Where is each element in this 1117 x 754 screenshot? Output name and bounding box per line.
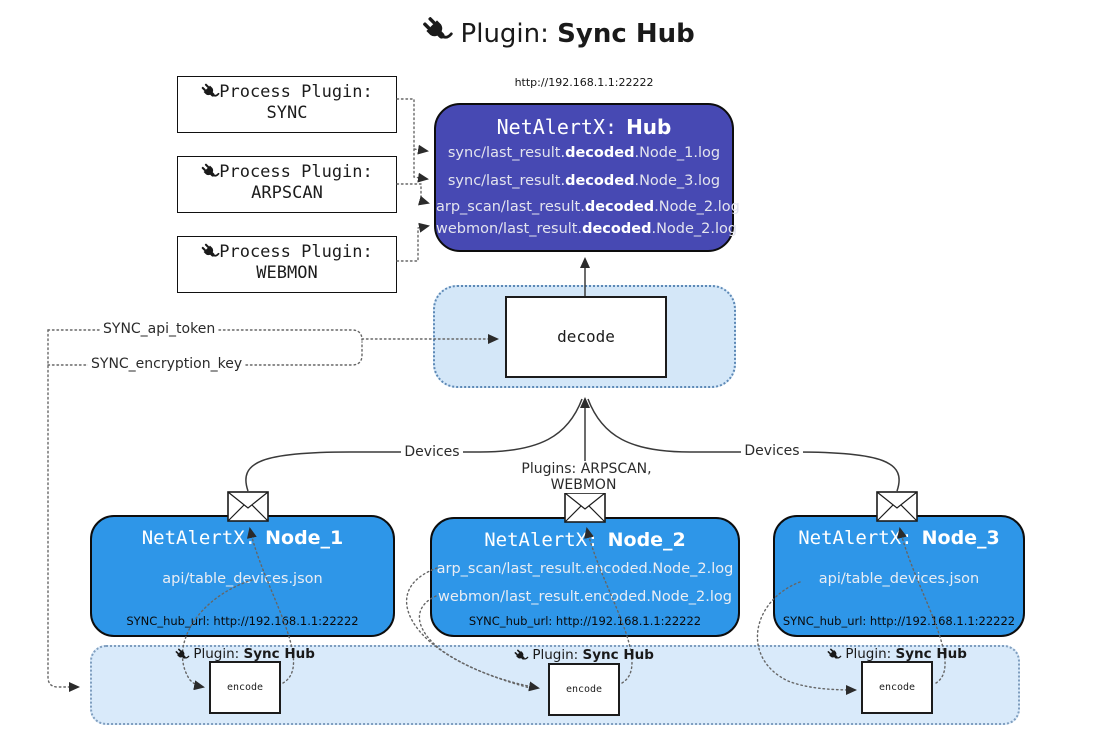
encoder-label: Plugin: Sync Hub bbox=[499, 647, 669, 664]
hub-file-line: sync/last_result.decoded.Node_1.log bbox=[447, 145, 721, 161]
encode-box: encode bbox=[861, 661, 933, 714]
encoder-label: Plugin: Sync Hub bbox=[812, 646, 982, 663]
page-title-prefix: Plugin: bbox=[460, 19, 549, 49]
node-file: api/table_devices.json bbox=[818, 571, 980, 587]
process-plugin-box-webmon: Process Plugin: WEBMON bbox=[177, 236, 397, 293]
plugins-label-center: Plugins: ARPSCAN, WEBMON bbox=[485, 461, 685, 493]
api-token-label: SYNC_api_token bbox=[100, 321, 219, 337]
node-box-node2: NetAlertX:Node_2 arp_scan/last_result.en… bbox=[430, 517, 740, 637]
plug-icon bbox=[419, 13, 454, 47]
process-plugin-name: SYNC bbox=[266, 103, 308, 123]
node-box-node1: NetAlertX:Node_1 api/table_devices.json … bbox=[90, 515, 395, 637]
plug-icon bbox=[825, 646, 842, 663]
hub-title-name: Hub bbox=[626, 115, 672, 139]
edge-arpscan-to-hub bbox=[396, 183, 430, 206]
node-title: NetAlertX:Node_1 bbox=[141, 527, 344, 549]
encryption-key-label: SYNC_encryption_key bbox=[88, 356, 246, 372]
process-plugin-name: ARPSCAN bbox=[251, 183, 323, 203]
edge-sync-to-hub-line2 bbox=[413, 148, 429, 183]
plug-icon bbox=[199, 81, 220, 102]
node-title: NetAlertX:Node_2 bbox=[484, 529, 686, 551]
node-title: NetAlertX:Node_3 bbox=[798, 527, 1000, 549]
plug-icon bbox=[199, 161, 220, 182]
hub-file-line: webmon/last_result.decoded.Node_2.log bbox=[436, 221, 738, 237]
node-file: webmon/last_result.encoded.Node_2.log bbox=[437, 589, 732, 605]
process-plugin-label: Process Plugin: bbox=[219, 162, 373, 182]
hub-url-label: http://192.168.1.1:22222 bbox=[514, 76, 654, 89]
hub-title-prefix: NetAlertX: bbox=[496, 115, 618, 139]
page-title: Plugin: Sync Hub bbox=[0, 13, 1117, 49]
hub-file-line: sync/last_result.decoded.Node_3.log bbox=[447, 173, 721, 189]
process-plugin-name: WEBMON bbox=[256, 263, 318, 283]
hub-box: NetAlertX: Hub sync/last_result.decoded.N… bbox=[434, 103, 740, 252]
encoder-label: Plugin: Sync Hub bbox=[160, 646, 330, 663]
node-hub-url: SYNC_hub_url: http://192.168.1.1:22222 bbox=[468, 614, 702, 628]
edge-keys-to-band bbox=[47, 329, 80, 692]
devices-label-right: Devices bbox=[712, 443, 832, 459]
encode-box: encode bbox=[548, 663, 620, 716]
decode-box: decode bbox=[505, 296, 667, 378]
process-plugin-box-sync: Process Plugin: SYNC bbox=[177, 76, 397, 133]
plug-icon bbox=[512, 647, 529, 664]
plug-icon bbox=[173, 646, 190, 663]
node-hub-url: SYNC_hub_url: http://192.168.1.1:22222 bbox=[126, 614, 359, 628]
hub-title: NetAlertX: Hub bbox=[436, 115, 732, 139]
process-plugin-label: Process Plugin: bbox=[219, 82, 373, 102]
encode-box: encode bbox=[209, 661, 281, 714]
edge-sync-to-hub-line1 bbox=[396, 98, 429, 155]
node-file: api/table_devices.json bbox=[162, 571, 323, 587]
node-hub-url: SYNC_hub_url: http://192.168.1.1:22222 bbox=[782, 614, 1016, 628]
plug-icon bbox=[199, 241, 220, 262]
node-file: arp_scan/last_result.encoded.Node_2.log bbox=[436, 561, 734, 577]
node-box-node3: NetAlertX:Node_3 api/table_devices.json … bbox=[773, 515, 1025, 637]
process-plugin-box-arpscan: Process Plugin: ARPSCAN bbox=[177, 156, 397, 213]
page-title-name: Sync Hub bbox=[557, 19, 695, 49]
devices-label-left: Devices bbox=[372, 444, 492, 460]
hub-file-line: arp_scan/last_result.decoded.Node_2.log bbox=[436, 199, 740, 215]
process-plugin-label: Process Plugin: bbox=[219, 242, 373, 262]
edge-webmon-to-hub bbox=[396, 222, 430, 262]
